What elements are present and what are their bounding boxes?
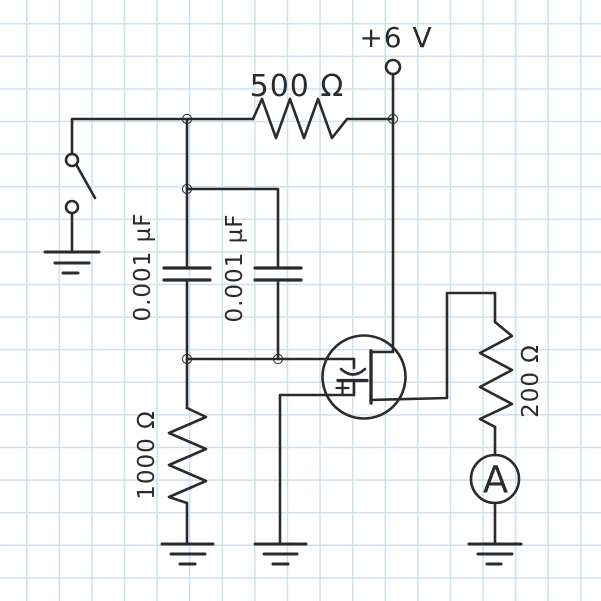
capacitor-lead bbox=[185, 187, 280, 268]
resistor-bottom-left-1000 bbox=[160, 357, 215, 566]
supply-terminal bbox=[370, 58, 402, 354]
resistor-top-500 bbox=[185, 97, 395, 140]
transistor-circle bbox=[321, 334, 407, 420]
capacitor-left bbox=[162, 187, 212, 361]
ground-substrate bbox=[253, 542, 308, 566]
capacitor-right-label: 0.001 µF bbox=[222, 213, 248, 322]
resistor-zigzag bbox=[478, 320, 514, 429]
resistor-zigzag bbox=[167, 406, 208, 505]
source-branch bbox=[369, 291, 523, 566]
terminal-circle bbox=[384, 58, 402, 76]
ground-switch bbox=[43, 250, 101, 275]
capacitor-right bbox=[185, 187, 303, 361]
junction-dot bbox=[387, 113, 399, 125]
resistor-bottom-left-label: 1000 Ω bbox=[134, 410, 160, 499]
source-wire bbox=[369, 291, 497, 402]
ground-ammeter bbox=[467, 542, 523, 566]
ground-resistor bbox=[160, 542, 215, 566]
gate-arc bbox=[339, 367, 367, 376]
mosfet bbox=[253, 334, 407, 566]
switch-pole-circle bbox=[64, 152, 80, 168]
switch-blade bbox=[75, 163, 97, 200]
wire-corner bbox=[70, 117, 189, 156]
supply-voltage-label: +6 V bbox=[359, 21, 432, 54]
supply-wire bbox=[370, 72, 395, 354]
junction-dot bbox=[272, 353, 284, 365]
junction-dot bbox=[181, 183, 193, 195]
capacitor-left-label: 0.001 µF bbox=[130, 212, 156, 321]
switch-throw-circle bbox=[64, 199, 80, 215]
ammeter-letter: A bbox=[483, 459, 509, 502]
substrate-ground-wire bbox=[278, 379, 356, 545]
resistor-right-label: 200 Ω bbox=[518, 344, 544, 418]
resistor-top-label: 500 Ω bbox=[250, 69, 345, 104]
junction-dot bbox=[181, 113, 193, 125]
switch-branch bbox=[43, 117, 189, 275]
plus-sign bbox=[335, 380, 350, 396]
junction-dot bbox=[181, 353, 193, 365]
resistor-zigzag bbox=[251, 97, 349, 140]
